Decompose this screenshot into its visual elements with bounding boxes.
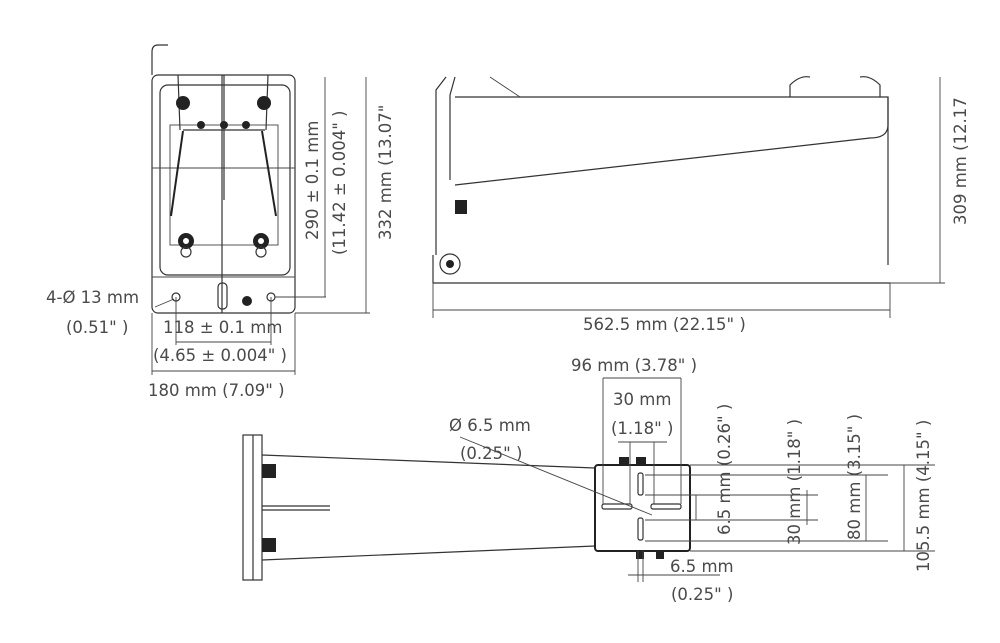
front-hole-spacing: 118 ± 0.1 mm: [163, 318, 282, 337]
side-height: 309 mm (12.17: [951, 97, 970, 225]
front-view: 4-Ø 13 mm (0.51" ) 118 ± 0.1 mm (4.65 ± …: [46, 44, 395, 400]
side-view: 562.5 mm (22.15" ) 309 mm (12.17: [432, 76, 970, 334]
top-slot-v-spacing: 30 mm (1.18" ): [785, 419, 804, 545]
front-hole-height-in: (11.42 ± 0.004" ): [330, 111, 349, 256]
top-slot-outer: 80 mm (3.15" ): [845, 414, 864, 540]
top-slot-width-h: 6.5 mm: [670, 557, 734, 576]
front-hole-spacing-in: (4.65 ± 0.004" ): [153, 346, 287, 365]
front-width: 180 mm (7.09" ): [148, 381, 285, 400]
top-hole-label: Ø 6.5 mm: [449, 416, 531, 435]
top-slot-width-v: 6.5 mm (0.26" ): [715, 404, 734, 535]
top-box-height: 105.5 mm (4.15" ): [914, 420, 933, 572]
top-slot-spacing: 30 mm: [613, 390, 671, 409]
top-slot-spacing-in: (1.18" ): [611, 419, 673, 438]
front-hole-label: 4-Ø 13 mm: [46, 288, 139, 307]
top-box-width: 96 mm (3.78" ): [571, 356, 697, 375]
top-hole-label-in: (0.25" ): [460, 444, 522, 463]
top-slot-width-h-in: (0.25" ): [671, 585, 733, 604]
side-length: 562.5 mm (22.15" ): [583, 315, 746, 334]
front-hole-height: 290 ± 0.1 mm: [303, 121, 322, 240]
front-height: 332 mm (13.07": [376, 105, 395, 240]
front-hole-label-in: (0.51" ): [66, 318, 128, 337]
top-view: 96 mm (3.78" ) 30 mm (1.18" ) Ø 6.5 mm (…: [242, 356, 935, 604]
